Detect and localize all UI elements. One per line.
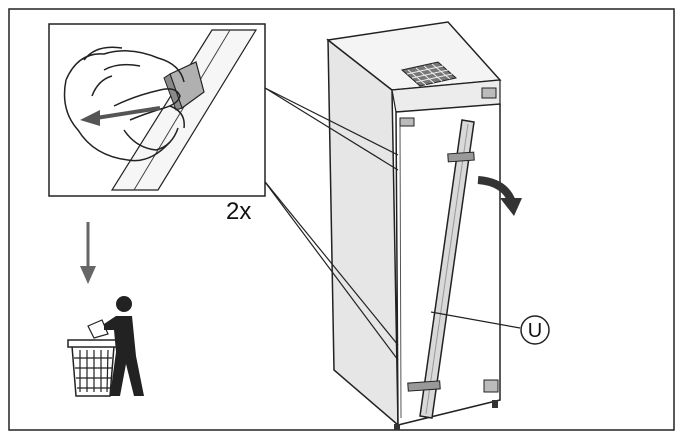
appliance-side-panel [327, 38, 399, 427]
ventilation-grille [400, 61, 458, 87]
adhesive-tape-top [447, 151, 475, 163]
waste-paper [87, 319, 109, 339]
top-hinge-left [399, 117, 415, 127]
transport-strip [407, 119, 475, 419]
appliance [326, 21, 502, 430]
foot-left [394, 424, 400, 430]
person-body [104, 316, 144, 396]
down-arrow [80, 222, 96, 284]
part-leader-line [430, 311, 521, 329]
removal-direction-arrow [477, 176, 522, 216]
bottom-hinge [483, 379, 499, 393]
foot-right [492, 400, 498, 408]
repeat-count-label: 2x [226, 198, 252, 225]
detail-pull-arrow [80, 106, 161, 126]
detail-inset [48, 23, 266, 197]
disposal-icon [67, 296, 144, 397]
figure-border [8, 8, 675, 431]
top-hinge-right [481, 87, 497, 99]
person-head [116, 296, 132, 312]
detail-rail [110, 29, 258, 191]
adhesive-tape-bottom [407, 380, 441, 392]
part-callout-circle [520, 315, 550, 345]
part-label: U [528, 320, 542, 342]
detail-hand [63, 46, 185, 162]
zoom-lines [261, 87, 399, 361]
part-callout: U [520, 315, 550, 345]
